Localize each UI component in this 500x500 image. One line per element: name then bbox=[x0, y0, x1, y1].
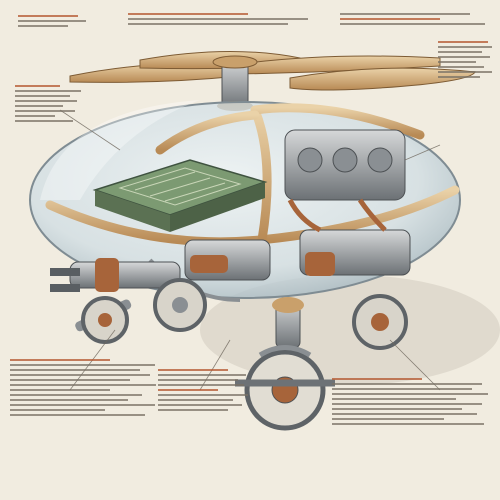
annotation-block-top-center bbox=[128, 10, 318, 28]
engine-block bbox=[284, 129, 411, 276]
right-wheel bbox=[352, 294, 408, 350]
front-wheel bbox=[153, 278, 207, 332]
annotation-block-left bbox=[15, 82, 85, 125]
rotor-assembly bbox=[69, 50, 476, 111]
annotation-block-bottom-right bbox=[332, 375, 492, 428]
circuit-board bbox=[92, 159, 268, 232]
landing-gear bbox=[235, 297, 335, 431]
callout-lines bbox=[59, 109, 441, 391]
annotation-block-bottom-center bbox=[158, 366, 250, 414]
annotation-block-top-left bbox=[18, 12, 88, 30]
annotation-block-right bbox=[438, 38, 494, 81]
annotation-block-top-right bbox=[340, 10, 490, 28]
annotation-block-bottom-left bbox=[10, 356, 160, 419]
left-wheel bbox=[81, 296, 129, 344]
